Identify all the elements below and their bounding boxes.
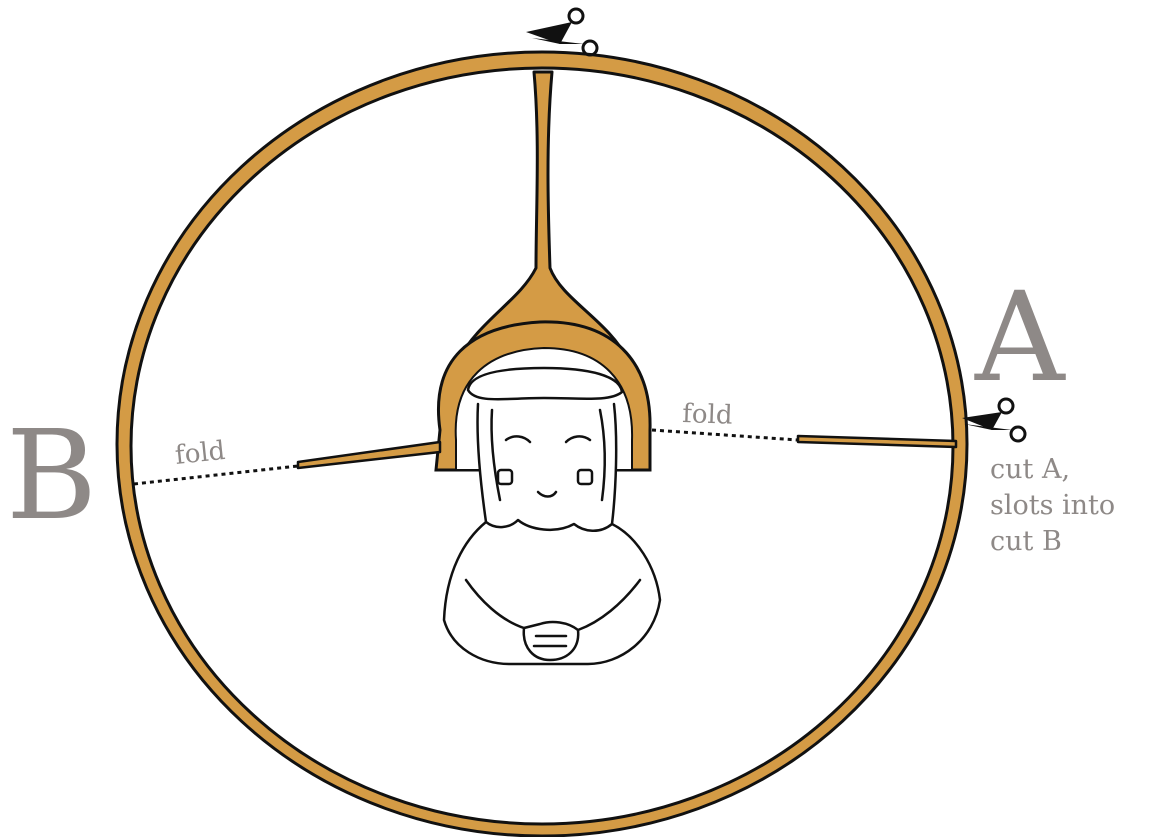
fold-label-right: fold bbox=[682, 399, 733, 431]
cut-note-line: cut B bbox=[990, 526, 1062, 557]
scissors-icon bbox=[526, 9, 597, 55]
cut-note-line: cut A, bbox=[990, 454, 1070, 485]
cut-note: cut A, slots into cut B bbox=[990, 454, 1115, 557]
cut-note-line: slots into bbox=[990, 490, 1115, 521]
letter-a-label: A bbox=[974, 266, 1066, 410]
letter-b-label: B bbox=[6, 404, 97, 548]
fold-label-left: fold bbox=[174, 436, 227, 471]
